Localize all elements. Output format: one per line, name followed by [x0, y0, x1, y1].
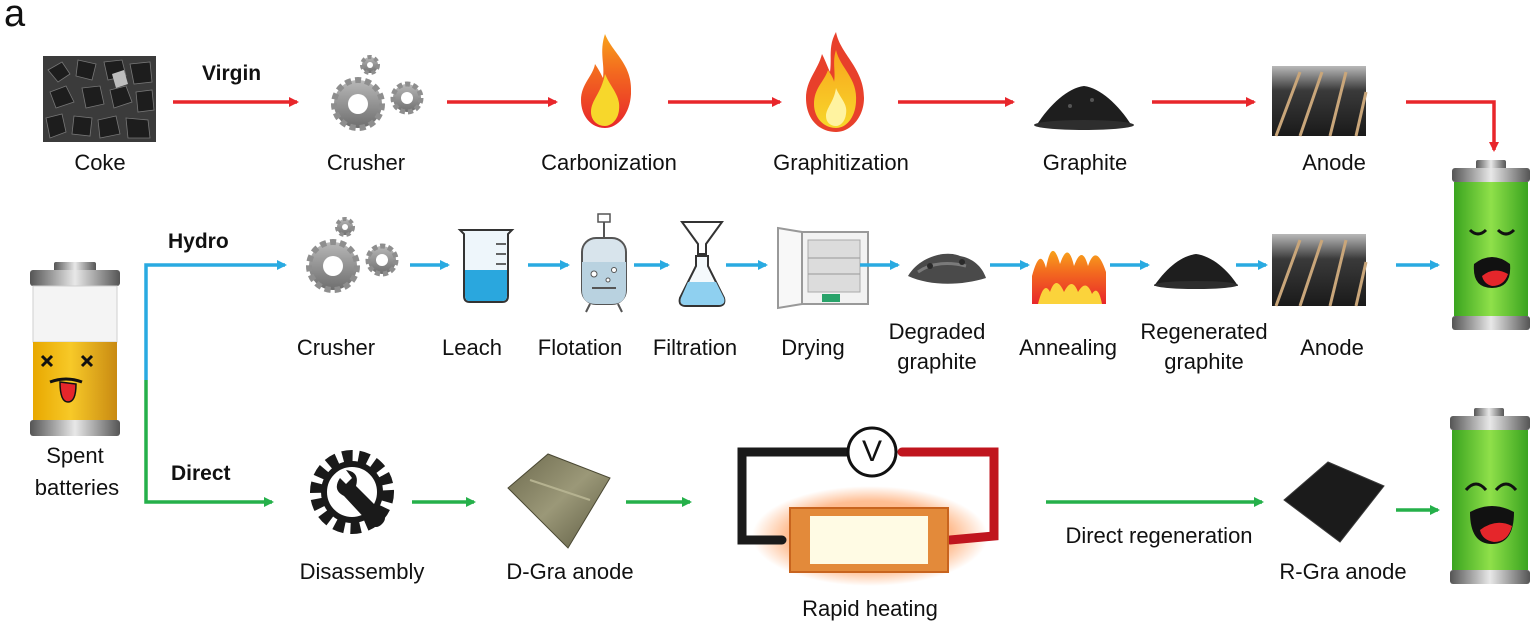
route-label-virgin: Virgin — [202, 62, 262, 85]
degraded-graphite-image — [908, 253, 986, 284]
hydro-branch-line — [144, 260, 287, 380]
disassembly-wrench-gear-icon — [310, 450, 394, 534]
route-label-hydro: Hydro — [168, 230, 229, 253]
crusher-gear-icon — [331, 55, 424, 131]
label-graphite: Graphite — [1042, 150, 1128, 175]
leach-beaker-icon — [457, 229, 515, 303]
label-flotation: Flotation — [537, 335, 623, 360]
anode-image — [1272, 66, 1368, 137]
coke-image — [43, 56, 156, 142]
label-degraded-line1: Degraded — [888, 319, 986, 344]
label-crusher: Crusher — [326, 150, 406, 175]
label-degraded-line2: graphite — [897, 349, 977, 374]
anode-image-hydro — [1272, 234, 1368, 307]
label-hydro-anode: Anode — [1300, 335, 1364, 360]
label-hydro-crusher: Crusher — [296, 335, 376, 360]
label-regenerated-line2: graphite — [1164, 349, 1244, 374]
label-coke: Coke — [74, 150, 126, 175]
label-carbonization: Carbonization — [541, 150, 677, 175]
carbonization-flame-icon — [581, 34, 632, 128]
annealing-fire-image — [1032, 250, 1106, 304]
crusher-gear-icon-hydro — [306, 217, 399, 293]
label-spent-line2: batteries — [34, 475, 120, 500]
direct-arrows — [412, 497, 1440, 515]
filtration-flask-icon — [678, 221, 726, 307]
graphite-powder-image — [1034, 86, 1134, 130]
label-spent-line1: Spent — [46, 443, 104, 468]
direct-branch-line — [144, 380, 274, 507]
d-gra-anode-image — [507, 453, 611, 549]
label-direct-regeneration: Direct regeneration — [1065, 523, 1253, 548]
label-regenerated-line1: Regenerated — [1140, 319, 1268, 344]
label-disassembly: Disassembly — [299, 559, 425, 584]
regenerated-graphite-image — [1154, 254, 1238, 289]
charged-battery-sleepy-icon — [1452, 160, 1530, 330]
route-label-direct: Direct — [171, 462, 231, 485]
label-d-gra-anode: D-Gra anode — [506, 559, 634, 584]
graphitization-flame-icon — [806, 32, 864, 132]
spent-battery-icon — [30, 262, 120, 436]
label-leach: Leach — [442, 335, 502, 360]
charged-battery-happy-icon — [1450, 408, 1530, 584]
voltmeter-label: V — [861, 435, 882, 468]
flotation-tank-icon — [581, 213, 627, 313]
rapid-heating-circuit — [737, 426, 999, 586]
label-rapid-heating: Rapid heating — [802, 596, 938, 621]
label-r-gra-anode: R-Gra anode — [1279, 559, 1407, 584]
panel-label: a — [4, 0, 26, 35]
label-drying: Drying — [781, 335, 845, 360]
label-graphitization: Graphitization — [773, 150, 909, 175]
label-annealing: Annealing — [1019, 335, 1117, 360]
label-anode: Anode — [1302, 150, 1366, 175]
label-filtration: Filtration — [652, 335, 738, 360]
r-gra-anode-image — [1283, 461, 1385, 543]
voltmeter-icon — [846, 426, 898, 478]
virgin-arrows — [173, 97, 1499, 152]
drying-oven-icon — [777, 226, 869, 310]
